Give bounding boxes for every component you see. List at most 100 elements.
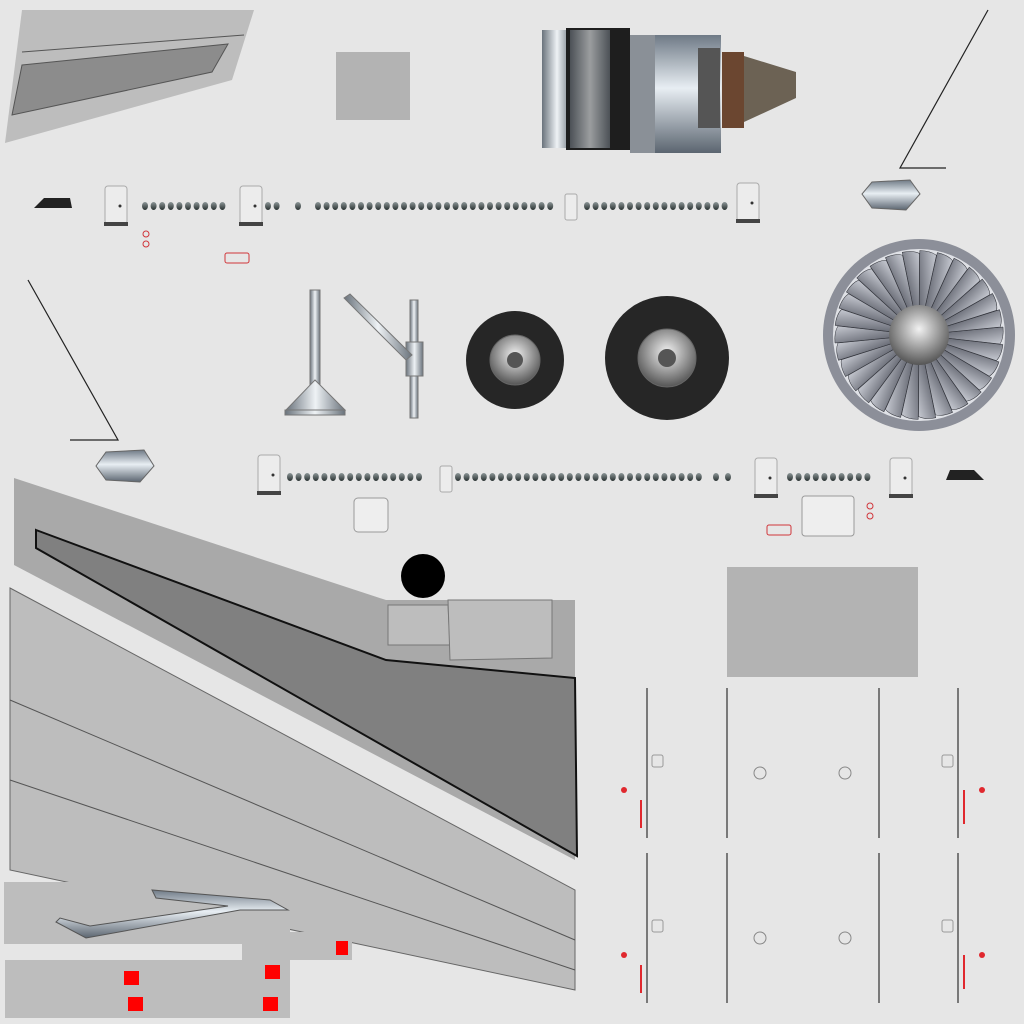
red-marker-icon — [979, 787, 985, 793]
window-icon — [461, 202, 468, 210]
window-icon — [444, 202, 450, 210]
window-icon — [347, 473, 354, 481]
door-sill — [104, 222, 128, 226]
window-icon — [661, 202, 668, 210]
window-icon — [495, 202, 502, 210]
window-icon — [661, 473, 668, 481]
window-icon — [838, 473, 845, 481]
window-icon — [523, 473, 530, 481]
window-icon — [193, 202, 200, 210]
window-icon — [498, 473, 504, 481]
window-icon — [687, 473, 694, 481]
window-icon — [618, 473, 625, 481]
red-marker-icon — [142, 230, 874, 536]
window-icon — [435, 202, 442, 210]
window-icon — [627, 202, 633, 210]
window-icon — [687, 202, 694, 210]
door-sill — [889, 494, 913, 498]
fairing-icon — [95, 179, 921, 483]
window-icon — [469, 202, 476, 210]
window-icon — [340, 202, 347, 210]
window-icon — [364, 473, 371, 481]
upper-wing-panel — [5, 10, 254, 143]
window-icon — [678, 202, 685, 210]
window-icon — [159, 202, 166, 210]
window-icon — [487, 202, 493, 210]
window-icon — [601, 473, 608, 481]
door-icon — [257, 454, 281, 495]
door-window-circle — [753, 766, 767, 780]
window-icon — [375, 202, 382, 210]
window-icon — [644, 202, 651, 210]
window-icon — [455, 473, 461, 481]
cockpit-window-icon — [34, 198, 72, 208]
window-icon — [830, 473, 836, 481]
window-icon — [150, 202, 157, 210]
window-icon — [202, 202, 209, 210]
fuselage-doors — [104, 182, 913, 498]
flap-panel — [5, 960, 290, 1018]
window-icon — [721, 202, 728, 210]
window-icon — [855, 473, 862, 481]
window-icon — [515, 473, 522, 481]
window-icon — [418, 202, 425, 210]
black-disc — [401, 554, 445, 598]
window-icon — [480, 473, 487, 481]
door-handle — [768, 476, 772, 480]
door-latch — [941, 919, 954, 933]
window-icon — [383, 202, 390, 210]
red-marker-icon — [124, 941, 348, 1011]
window-icon — [787, 473, 793, 481]
fan-blade — [918, 326, 1004, 345]
window-icon — [330, 473, 336, 481]
window-icon — [713, 202, 719, 210]
window-icon — [558, 473, 565, 481]
door-icon — [104, 185, 128, 226]
fuselage-windows — [142, 202, 871, 481]
red-marker-icon — [979, 952, 985, 958]
window-icon — [512, 202, 519, 210]
window-icon — [864, 473, 871, 481]
window-icon — [358, 202, 364, 210]
window-icon — [532, 473, 539, 481]
door-window-circle — [838, 766, 852, 780]
window-icon — [695, 202, 702, 210]
window-icon — [635, 473, 642, 481]
window-icon — [609, 473, 616, 481]
window-icon — [265, 202, 271, 210]
window-icon — [609, 202, 616, 210]
door-panel — [889, 457, 913, 497]
window-icon — [695, 473, 702, 481]
fan-blade — [834, 325, 920, 344]
window-icon — [321, 473, 328, 481]
engine-nacelle-icon — [542, 28, 796, 153]
window-icon — [312, 473, 319, 481]
door-window-circle — [838, 931, 852, 945]
window-icon — [521, 202, 528, 210]
door-icon — [239, 185, 263, 226]
window-icon — [366, 202, 373, 210]
window-icon — [847, 473, 854, 481]
window-icon — [584, 202, 590, 210]
window-icon — [541, 473, 547, 481]
door-icon — [439, 465, 453, 493]
window-icon — [478, 202, 485, 210]
window-icon — [426, 202, 433, 210]
window-icon — [176, 202, 183, 210]
grey-patch — [727, 567, 918, 677]
door-icon — [736, 182, 760, 223]
edge-line — [27, 279, 120, 441]
window-icon — [635, 202, 642, 210]
door-handle — [750, 201, 754, 205]
window-icon — [489, 473, 496, 481]
door-icon — [889, 457, 913, 498]
window-icon — [506, 473, 513, 481]
window-icon — [713, 473, 719, 481]
window-icon — [332, 202, 339, 210]
window-icon — [210, 202, 217, 210]
window-icon — [142, 202, 148, 210]
window-icon — [725, 473, 731, 481]
edge-line — [898, 9, 989, 169]
door-icon — [564, 193, 578, 221]
door-window-circle — [753, 931, 767, 945]
